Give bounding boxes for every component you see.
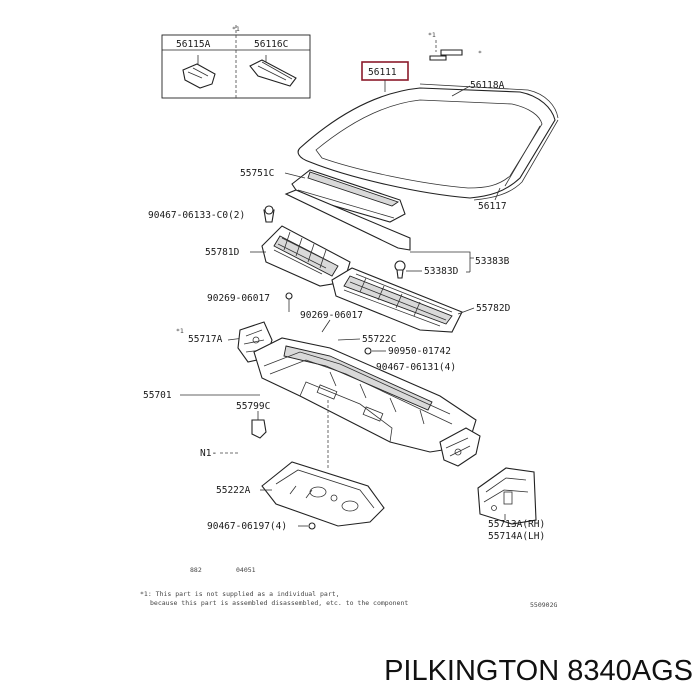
part-55799c-clip xyxy=(251,419,267,439)
star-note-left: *1 xyxy=(176,327,184,335)
label-90269-06017-b: 90269-06017 xyxy=(300,310,363,321)
part-55701-cowl-panel xyxy=(253,337,481,467)
ref-left: 882 xyxy=(190,566,202,574)
label-90467-06131: 90467-06131(4) xyxy=(376,362,456,373)
label-55751c: 55751C xyxy=(240,168,274,179)
label-90467-06133: 90467-06133-C0(2) xyxy=(148,210,245,221)
clip-53383d xyxy=(394,260,406,279)
label-90950-01742: 90950-01742 xyxy=(388,346,451,357)
leader-53383b xyxy=(410,251,474,259)
label-55701: 55701 xyxy=(143,390,172,401)
label-55782d: 55782D xyxy=(476,303,511,314)
label-56116c: 56116C xyxy=(254,39,288,50)
windshield-glass xyxy=(297,83,559,201)
label-55222a: 55222A xyxy=(216,485,251,496)
part-56115a-clip xyxy=(182,55,216,89)
part-55713a-side-panel xyxy=(477,467,537,525)
grommet-90950 xyxy=(364,347,372,355)
clip-90467-06197 xyxy=(308,522,316,530)
part-55781d-louver xyxy=(261,225,351,287)
label-90467-06197: 90467-06197(4) xyxy=(207,521,287,532)
label-55717a: 55717A xyxy=(188,334,223,345)
star-note-small: *1 xyxy=(428,31,436,39)
caption-brand-part-number: PILKINGTON 8340AGS xyxy=(384,655,693,687)
part-56116c-clip xyxy=(249,55,297,87)
detail-box-56115a-56116c: *1 56115A 56116C xyxy=(161,25,311,99)
ref-right: 04051 xyxy=(236,566,256,574)
footnote-line-2: because this part is assembled disassemb… xyxy=(150,599,408,607)
star-note-top: *1 xyxy=(232,25,240,33)
part-55782d-louver xyxy=(331,267,463,333)
footnote-line-1: *1: This part is not supplied as a indiv… xyxy=(140,590,340,598)
label-55781d: 55781D xyxy=(205,247,240,258)
label-55713a: 55713A(RH) xyxy=(488,519,545,530)
label-55714a: 55714A(LH) xyxy=(488,531,545,542)
label-90269-06017-a: 90269-06017 xyxy=(207,293,270,304)
part-55222a-panel xyxy=(261,461,385,527)
label-56111: 56111 xyxy=(368,67,397,78)
label-55722c: 55722C xyxy=(362,334,396,345)
label-56115a: 56115A xyxy=(176,39,211,50)
label-53383d: 53383D xyxy=(424,266,459,277)
label-53383b: 53383B xyxy=(475,256,510,267)
drawing-code: 550902G xyxy=(530,601,557,609)
label-55799c: 55799C xyxy=(236,401,270,412)
clip-90467-06133 xyxy=(263,205,275,223)
bolt-90269-a xyxy=(285,292,293,300)
part-55751c-cowl-panel xyxy=(284,169,411,251)
label-n1: N1- xyxy=(200,448,217,459)
label-56117: 56117 xyxy=(478,201,507,212)
label-56118a: 56118A xyxy=(470,80,505,91)
small-clip-top-right: *1 * xyxy=(428,31,482,61)
svg-text:*: * xyxy=(478,49,482,57)
